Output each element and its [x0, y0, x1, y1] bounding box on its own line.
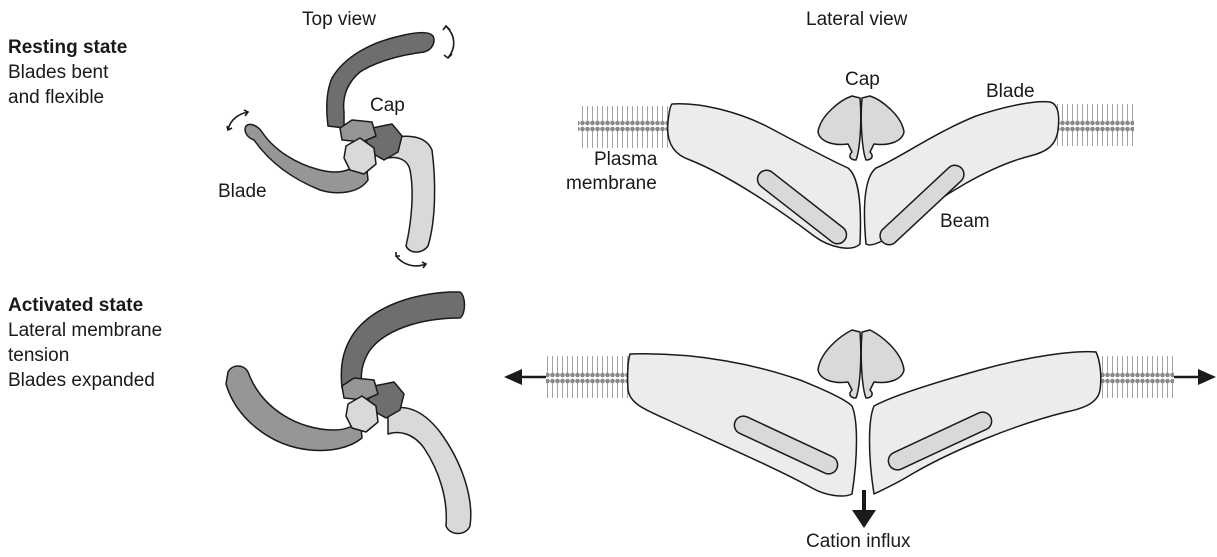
plasma-membrane-label-2: membrane: [566, 172, 657, 195]
flex-arrow-bottom: [396, 256, 426, 266]
activated-state-desc-3: Blades expanded: [8, 369, 155, 392]
beam-label: Beam: [940, 210, 990, 233]
blade-label-lateral: Blade: [986, 80, 1035, 103]
activated-state-desc-1: Lateral membrane: [8, 319, 162, 342]
membrane-left-activated: [546, 356, 630, 398]
dark-blade-expanded: [341, 292, 464, 388]
resting-state-title: Resting state: [8, 36, 127, 59]
resting-state-desc-2: and flexible: [8, 86, 104, 109]
lateral-view-resting: [578, 96, 1134, 248]
membrane-left: [578, 106, 672, 148]
cation-influx-label: Cation influx: [806, 530, 911, 553]
cation-influx-arrow: [852, 490, 876, 528]
activated-state-desc-2: tension: [8, 344, 69, 367]
cap-label-top-view: Cap: [370, 94, 405, 117]
blade-label-top-view: Blade: [218, 180, 267, 203]
membrane-right-activated: [1100, 356, 1174, 398]
cap-right-lobe-activated: [861, 330, 904, 398]
cap-label-lateral: Cap: [845, 68, 880, 91]
plasma-membrane-label-1: Plasma: [594, 148, 657, 171]
flex-arrow-top: [446, 26, 454, 58]
lateral-view-activated: [504, 330, 1216, 528]
top-view-activated: [226, 292, 471, 534]
lateral-view-header: Lateral view: [806, 8, 907, 31]
resting-state-desc-1: Blades bent: [8, 61, 108, 84]
top-view-resting: [245, 33, 435, 252]
light-blade-expanded: [388, 407, 471, 533]
cap-left-lobe-activated: [818, 330, 861, 398]
activated-state-title: Activated state: [8, 294, 143, 317]
membrane-right: [1054, 104, 1134, 146]
cap-left-lobe: [818, 96, 861, 160]
cap-right-lobe: [861, 96, 904, 160]
top-view-header: Top view: [302, 8, 376, 31]
